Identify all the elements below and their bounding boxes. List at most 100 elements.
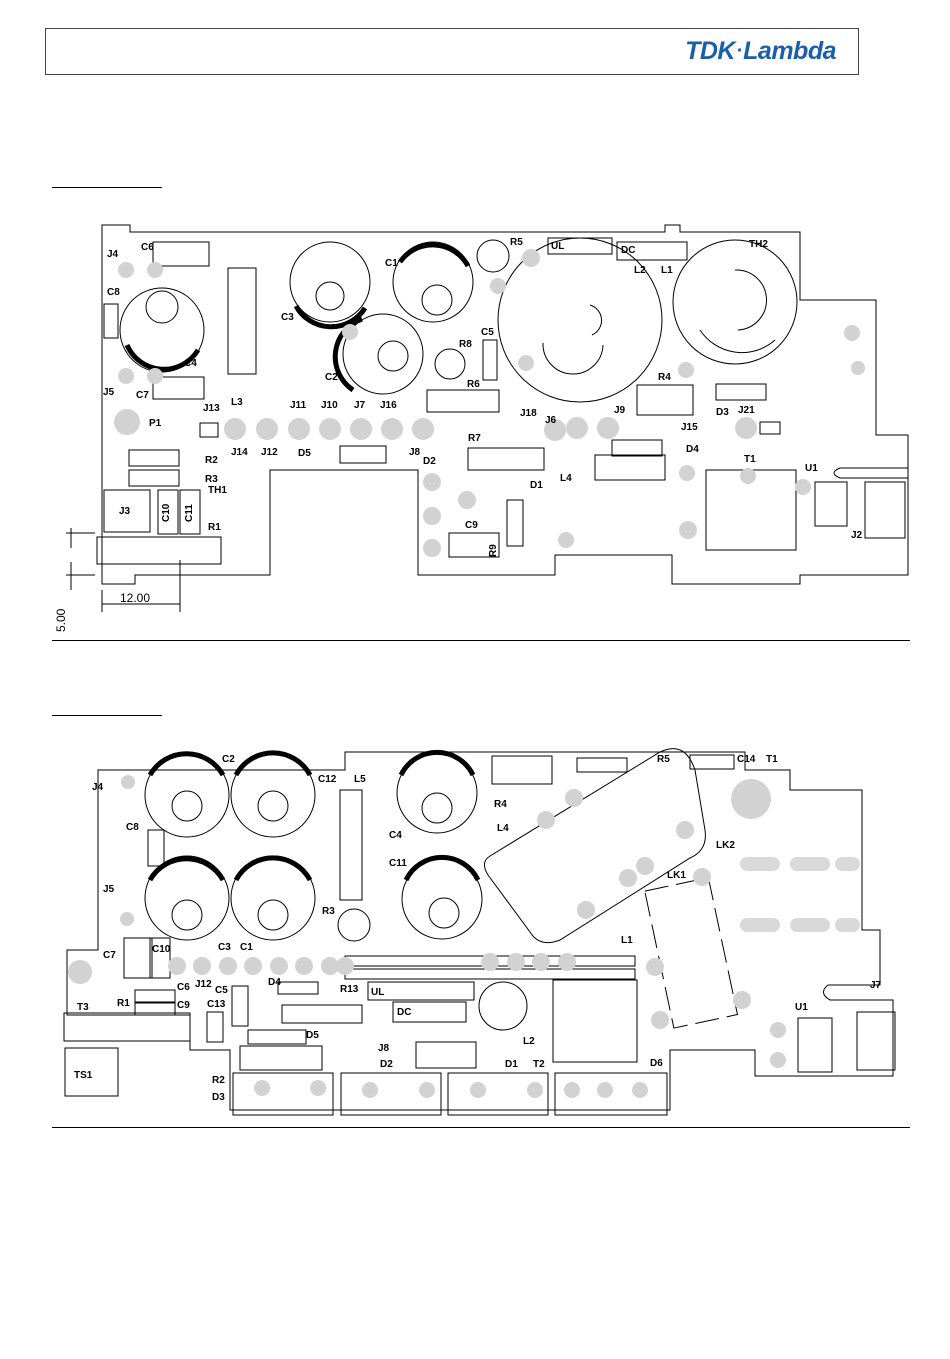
component-label-c7: C7	[103, 950, 116, 961]
component-label-r6: R6	[467, 379, 480, 390]
component-label-c4: C4	[184, 358, 197, 369]
component-label-j13: J13	[203, 403, 220, 414]
component-label-t2: T2	[533, 1059, 545, 1070]
component-label-r13: R13	[340, 984, 359, 995]
component-label-r7: R7	[468, 433, 481, 444]
component-label-j11: J11	[290, 400, 307, 411]
component-label-c8: C8	[107, 287, 120, 298]
component-label-lk2: LK2	[716, 840, 735, 851]
component-label-t1: T1	[766, 754, 778, 765]
section-separator	[52, 640, 910, 641]
component-label-c7: C7	[136, 390, 149, 401]
component-label-j6: J6	[545, 415, 557, 426]
component-label-d5: D5	[298, 448, 311, 459]
component-label-d2: D2	[423, 456, 436, 467]
component-label-c5: C5	[215, 985, 228, 996]
component-label-dc: DC	[621, 245, 635, 256]
component-label-r2: R2	[205, 455, 218, 466]
component-label-u1: U1	[805, 463, 818, 474]
tdk-lambda-logo: TDK·Lambda	[685, 37, 836, 65]
component-label-j14: J14	[231, 447, 248, 458]
component-label-c3: C3	[281, 312, 294, 323]
component-label-lk1: LK1	[667, 870, 686, 881]
component-label-r4: R4	[494, 799, 507, 810]
component-label-r1: R1	[117, 998, 130, 1009]
section-heading-rule	[52, 715, 162, 716]
component-label-j2: J2	[851, 530, 863, 541]
component-label-j15: J15	[681, 422, 698, 433]
board1-height-dimension: 5.00	[54, 608, 68, 632]
component-label-dc: DC	[397, 1007, 411, 1018]
component-label-t3: T3	[77, 1002, 89, 1013]
component-label-c6: C6	[177, 982, 190, 993]
component-label-c13: C13	[207, 999, 226, 1010]
component-label-c8: C8	[126, 822, 139, 833]
component-label-c11: C11	[184, 504, 195, 522]
component-label-ts1: TS1	[74, 1070, 93, 1081]
component-label-j7: J7	[354, 400, 366, 411]
component-label-j21: J21	[738, 405, 755, 416]
pcb-board-1: 12.00 5.00	[54, 224, 909, 632]
component-label-th2: TH2	[749, 239, 768, 250]
component-label-d1: D1	[505, 1059, 518, 1070]
component-label-c3: C3	[218, 942, 231, 953]
component-label-l4: L4	[497, 823, 509, 834]
component-label-c6: C6	[141, 242, 154, 253]
component-label-d2: D2	[380, 1059, 393, 1070]
component-label-j9: J9	[614, 405, 626, 416]
component-label-r3: R3	[205, 474, 218, 485]
component-label-r2: R2	[212, 1075, 225, 1086]
component-label-d4: D4	[686, 444, 699, 455]
component-label-c14: C14	[737, 754, 756, 765]
component-label-j4: J4	[92, 782, 104, 793]
component-label-r5: R5	[657, 754, 670, 765]
component-label-j5: J5	[103, 387, 115, 398]
component-label-t1: T1	[744, 454, 756, 465]
component-label-p1: P1	[149, 418, 162, 429]
section-separator	[52, 1127, 910, 1128]
board1-width-dimension: 12.00	[120, 591, 150, 605]
component-label-d3: D3	[212, 1092, 225, 1103]
component-label-ul: UL	[371, 987, 384, 998]
component-label-l1: L1	[621, 935, 633, 946]
page-header: TDK·Lambda	[45, 28, 859, 75]
component-label-u1: U1	[795, 1002, 808, 1013]
component-label-d6: D6	[650, 1058, 663, 1069]
component-label-c12: C12	[318, 774, 337, 785]
component-label-j18: J18	[520, 408, 537, 419]
component-label-r4: R4	[658, 372, 671, 383]
component-label-j4: J4	[107, 249, 119, 260]
component-label-c5: C5	[481, 327, 494, 338]
component-label-l2: L2	[523, 1036, 535, 1047]
component-label-r1: R1	[208, 522, 221, 533]
component-label-c9: C9	[465, 520, 478, 531]
section-heading-rule	[52, 187, 162, 188]
component-label-c10: C10	[152, 944, 171, 955]
component-label-c2: C2	[325, 372, 338, 383]
component-label-j3: J3	[119, 506, 131, 517]
component-label-l3: L3	[231, 397, 243, 408]
component-label-th1: TH1	[208, 485, 227, 496]
component-label-d5: D5	[306, 1030, 319, 1041]
component-label-c1: C1	[240, 942, 253, 953]
component-label-d1: D1	[530, 480, 543, 491]
component-label-j8: J8	[409, 447, 421, 458]
component-label-j5: J5	[103, 884, 115, 895]
component-label-j12: J12	[261, 447, 278, 458]
component-label-c1: C1	[385, 258, 398, 269]
component-label-c9: C9	[177, 1000, 190, 1011]
component-label-r9: R9	[488, 544, 499, 557]
component-label-j16: J16	[380, 400, 397, 411]
component-label-l2: L2	[634, 265, 646, 276]
component-label-d3: D3	[716, 407, 729, 418]
component-label-r5: R5	[510, 237, 523, 248]
component-label-j7: J7	[870, 980, 882, 991]
component-label-c2: C2	[222, 754, 235, 765]
component-label-l1: L1	[661, 265, 673, 276]
component-label-j12: J12	[195, 979, 212, 990]
component-label-c11: C11	[389, 858, 407, 869]
component-label-l4: L4	[560, 473, 572, 484]
component-label-j8: J8	[378, 1043, 390, 1054]
component-label-r3: R3	[322, 906, 335, 917]
